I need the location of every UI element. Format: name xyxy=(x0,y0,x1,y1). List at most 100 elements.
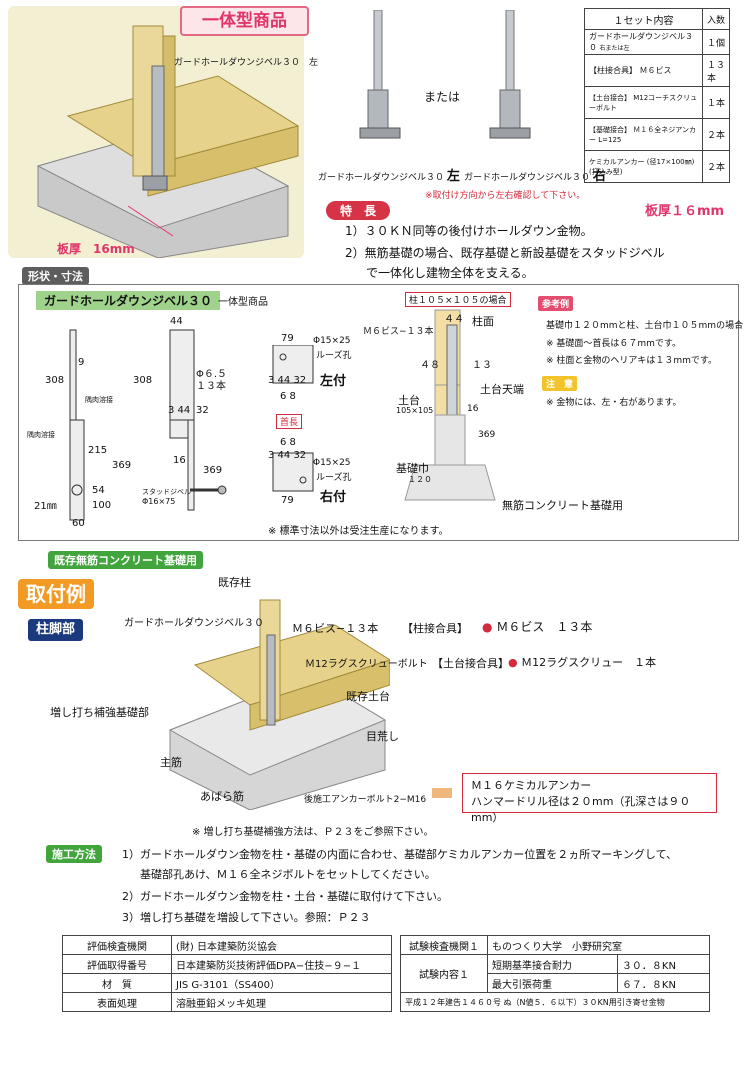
test-row-value: ３０．８KN xyxy=(616,954,711,974)
dim-79-right: 79 xyxy=(281,495,294,506)
ex-lag: Ｍ12ラグスクリューボルト xyxy=(305,659,428,670)
set-row-tag: 右または左 xyxy=(599,45,630,52)
col-face-label: 柱面 xyxy=(472,315,494,328)
ex-main: 主筋 xyxy=(160,756,182,769)
ex-arrow-icon xyxy=(432,788,452,798)
set-row-qty: １個 xyxy=(702,29,730,55)
feature-item: 1）３０ＫＮ同等の後付けホールダウン金物。 xyxy=(345,224,593,238)
page-title: 一体型商品 xyxy=(180,6,309,36)
weld-label-2: 隅肉溶接 xyxy=(27,431,55,439)
ex-box-line: ハンマードリル径は２０mm（孔深さは９０mm） xyxy=(471,795,691,824)
spec-key: 評価検査機関 xyxy=(62,935,172,955)
col-dim-13: １３ xyxy=(472,360,492,371)
example-green-tag: 既存無筋コンクリート基礎用 xyxy=(48,551,203,569)
dim-60: 60 xyxy=(72,518,85,529)
ex-rough: 目荒し xyxy=(366,730,399,743)
col-m6-label: Ｍ６ビス−１３本 xyxy=(363,327,434,337)
left-variant-label: ガードホールダウンジベル３０ 左 xyxy=(318,165,460,184)
dim-3-44-32-right: 3 44 32 xyxy=(268,450,307,461)
dim-54: 54 xyxy=(92,485,105,496)
col-concrete-label: 無筋コンクリート基礎用 xyxy=(502,499,623,512)
spec-value: 溶融亜鉛メッキ処理 xyxy=(171,992,392,1012)
ex-screw: Ｍ６ビス−１３本 xyxy=(292,622,379,635)
caution-text: ※ 金物には、左・右があります。 xyxy=(546,398,682,408)
plate-drawings xyxy=(272,345,314,492)
features-tag: 特 長 xyxy=(326,201,391,220)
test-content-key: 試験内容１ xyxy=(400,954,488,993)
ex-product: ガードホールダウンジベル３０ xyxy=(124,618,264,629)
ex-bullet-icon: ● xyxy=(482,620,493,634)
example-bar: 取付例 xyxy=(18,579,94,609)
variant-note: ※取付け方向から左右確認して下さい。 xyxy=(425,191,586,201)
method-item: 3）増し打ち基礎を増設して下さい。参照：Ｐ２３ xyxy=(122,911,371,924)
head-length-label: 首長 xyxy=(276,414,303,429)
shape-tag: 形状・寸法 xyxy=(22,267,89,285)
loose-hole-right-sub: ルーズ孔 xyxy=(316,473,352,483)
set-row-label: ケミカルアンカー (径17×100㎜) (打込み型) xyxy=(584,150,703,183)
col-sill-top: 土台天端 xyxy=(480,383,524,396)
left-variant-name: ガードホールダウンジベル３０ xyxy=(318,173,445,183)
test-row-key: 最大引張荷重 xyxy=(487,973,618,993)
dim-308: 308 xyxy=(45,375,65,386)
dimension-drawings xyxy=(69,329,227,521)
method-item: 基礎部孔あけ、Ｍ１６全ネジボルトをセットしてください。 xyxy=(140,868,436,881)
ex-col-joint-val: ● Ｍ６ビス １３本 xyxy=(482,618,592,635)
test-org-value: ものつくり大学 小野研究室 xyxy=(487,935,710,955)
set-row-qty: １本 xyxy=(702,86,730,119)
method-tag: 施工方法 xyxy=(46,845,102,863)
left-label: 左付 xyxy=(320,374,347,389)
ex-note: ※ 増し打ち基礎補強方法は、Ｐ２３をご参照下さい。 xyxy=(192,827,434,838)
loose-hole-right: Φ15×25 xyxy=(313,458,351,468)
set-head-qty: 入数 xyxy=(702,8,730,30)
dim-79-left: 79 xyxy=(281,333,294,344)
test-footer: 平成１２年建告１４６０号 ぬ（N値５．６以下）３０KN用引き寄せ金物 xyxy=(400,992,710,1012)
shape-frame xyxy=(18,284,739,541)
dim-308-front: 308 xyxy=(133,375,153,386)
dim-13pcs: １３本 xyxy=(196,381,226,392)
col-dim-16: 16 xyxy=(467,404,479,414)
col-dim-369: 369 xyxy=(478,430,496,440)
test-row-value: ６７．８KN xyxy=(616,973,711,993)
loose-hole-left-sub: ルーズ孔 xyxy=(316,351,352,361)
ex-sill-joint: 【土台接合具】 xyxy=(432,657,509,670)
spec-value: 日本建築防災技術評価DPA−住技−９−１ xyxy=(171,954,392,974)
weld-label-1: 隅肉溶接 xyxy=(85,396,113,404)
method-item: 2）ガードホールダウン金物を柱・土台・基礎に取付けて下さい。 xyxy=(122,890,448,903)
ex-sill-joint-value: Ｍ12ラグスクリュー １本 xyxy=(521,656,657,669)
set-row-label: 【基礎接合】 Ｍ１６全ネジアンカー L=125 xyxy=(584,118,703,151)
stud-label: スタッドジベル xyxy=(142,488,191,496)
panel-plate-label: 板厚 16mm xyxy=(57,242,135,256)
reference-line: 基礎巾１２０mmと柱、土台巾１０５mmの場合 xyxy=(546,321,744,331)
panel-product-label: ガードホールダウンジベル３０ 左 xyxy=(174,58,319,68)
right-label: 右付 xyxy=(320,490,347,505)
test-org-key: 試験検査機関１ xyxy=(400,935,488,955)
ex-anchor-box: Ｍ１６ケミカルアンカー ハンマードリル径は２０mm（孔深さは９０mm） xyxy=(462,773,717,824)
example-sub-bar: 柱脚部 xyxy=(28,619,84,641)
col-dim-48: ４８ xyxy=(420,360,440,371)
ex-anchor: 後施工アンカーボルト2−M16 xyxy=(304,795,427,805)
col-base-label: 基礎巾 xyxy=(396,462,429,475)
dim-44: 44 xyxy=(170,316,183,327)
shape-note: ※ 標準寸法以外は受注生産になります。 xyxy=(268,526,449,537)
col-sill-label: 土台 xyxy=(398,394,420,407)
spec-table: 評価検査機関(財) 日本建築防災協会 評価取得番号日本建築防災技術評価DPA−住… xyxy=(62,935,392,1012)
set-row-qty: １３本 xyxy=(702,54,730,87)
ex-col-joint-value: Ｍ６ビス １３本 xyxy=(496,620,593,634)
column-diagram xyxy=(404,309,496,501)
spec-key: 表面処理 xyxy=(62,992,172,1012)
col-base-dim: １２０ xyxy=(408,475,432,484)
ex-rib: あばら筋 xyxy=(200,790,244,803)
spec-value: (財) 日本建築防災協会 xyxy=(171,935,392,955)
ex-box-line: Ｍ１６ケミカルアンカー xyxy=(471,779,592,792)
reference-tag: 参考例 xyxy=(538,296,574,311)
dim-369: 369 xyxy=(112,460,132,471)
loose-hole-left: Φ15×25 xyxy=(313,336,351,346)
set-row-label: ガードホールダウンジベル３０ xyxy=(589,32,693,52)
ex-sill-joint-val: ● Ｍ12ラグスクリュー １本 xyxy=(508,654,656,670)
dim-68-right: 6 8 xyxy=(280,437,296,448)
spec-key: 評価取得番号 xyxy=(62,954,172,974)
ex-reinforce: 増し打ち補強基礎部 xyxy=(50,706,149,719)
right-variant-image xyxy=(489,10,531,139)
reference-line: ※ 柱面と金物のヘリアキは１３mmです。 xyxy=(546,356,718,366)
